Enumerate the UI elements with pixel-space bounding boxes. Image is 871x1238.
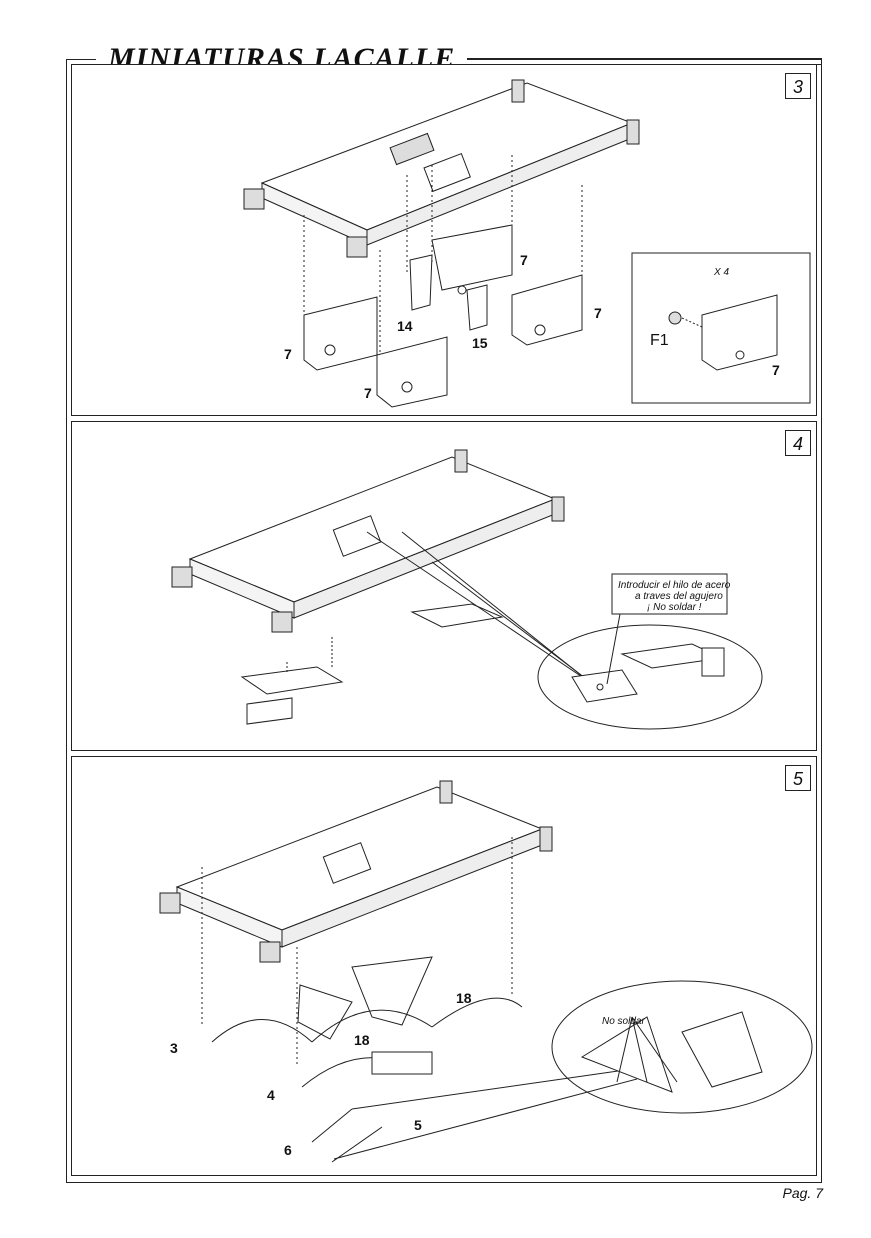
hopper-right bbox=[351, 956, 433, 1026]
step-4-panel: 4 bbox=[71, 421, 817, 751]
step-4-drawing: Introducir el hilo de acero a traves del… bbox=[171, 449, 763, 730]
svg-text:15: 15 bbox=[472, 335, 488, 351]
svg-text:6: 6 bbox=[284, 1142, 292, 1158]
note-box bbox=[611, 573, 728, 615]
part-f1 bbox=[668, 311, 682, 325]
svg-text:5: 5 bbox=[414, 1117, 422, 1133]
svg-text:No soldar: No soldar bbox=[602, 1016, 645, 1027]
plate-right bbox=[410, 603, 504, 628]
step-number: 4 bbox=[785, 430, 811, 456]
bracket-7b bbox=[376, 336, 448, 408]
hopper-left bbox=[297, 984, 353, 1040]
detail-ellipse bbox=[537, 624, 763, 730]
step-number: 5 bbox=[785, 765, 811, 791]
svg-text:7: 7 bbox=[364, 385, 372, 401]
svg-text:18: 18 bbox=[456, 990, 472, 1006]
svg-text:18: 18 bbox=[354, 1032, 370, 1048]
side-frame-3 bbox=[211, 1019, 313, 1043]
buffer-front bbox=[346, 236, 368, 258]
svg-text:X 4: X 4 bbox=[713, 267, 729, 278]
step-3-panel: 3 bbox=[71, 64, 817, 416]
svg-text:F1: F1 bbox=[650, 332, 669, 349]
bracket-7a bbox=[303, 296, 378, 371]
bracket-14-15 bbox=[431, 224, 513, 291]
svg-text:¡ No soldar !: ¡ No soldar ! bbox=[647, 602, 702, 613]
bracket-7c bbox=[511, 274, 583, 346]
buffer-left bbox=[243, 188, 265, 210]
step-3-drawing: 14 15 7 7 7 7 7 X 4 F1 7 bbox=[243, 79, 811, 408]
svg-text:3: 3 bbox=[170, 1040, 178, 1056]
svg-text:7: 7 bbox=[594, 305, 602, 321]
detail-ellipse bbox=[551, 980, 813, 1114]
step-number: 3 bbox=[785, 73, 811, 99]
svg-text:4: 4 bbox=[267, 1087, 275, 1103]
svg-text:14: 14 bbox=[397, 318, 413, 334]
brand-title: MINIATURAS LACALLE bbox=[96, 42, 468, 76]
svg-text:7: 7 bbox=[772, 362, 780, 378]
svg-text:7: 7 bbox=[520, 252, 528, 268]
svg-text:a traves del agujero: a traves del agujero bbox=[635, 591, 723, 602]
svg-text:7: 7 bbox=[284, 346, 292, 362]
inset-bracket bbox=[701, 294, 778, 371]
inset-box bbox=[631, 252, 811, 404]
plate-left bbox=[240, 666, 344, 695]
step-5-panel: 5 bbox=[71, 756, 817, 1176]
svg-text:Introducir el hilo de acero: Introducir el hilo de acero bbox=[618, 580, 731, 591]
step-5-drawing: 18 18 3 4 5 6 No soldar bbox=[159, 780, 813, 1163]
page-number: Pag. 7 bbox=[782, 1185, 823, 1201]
